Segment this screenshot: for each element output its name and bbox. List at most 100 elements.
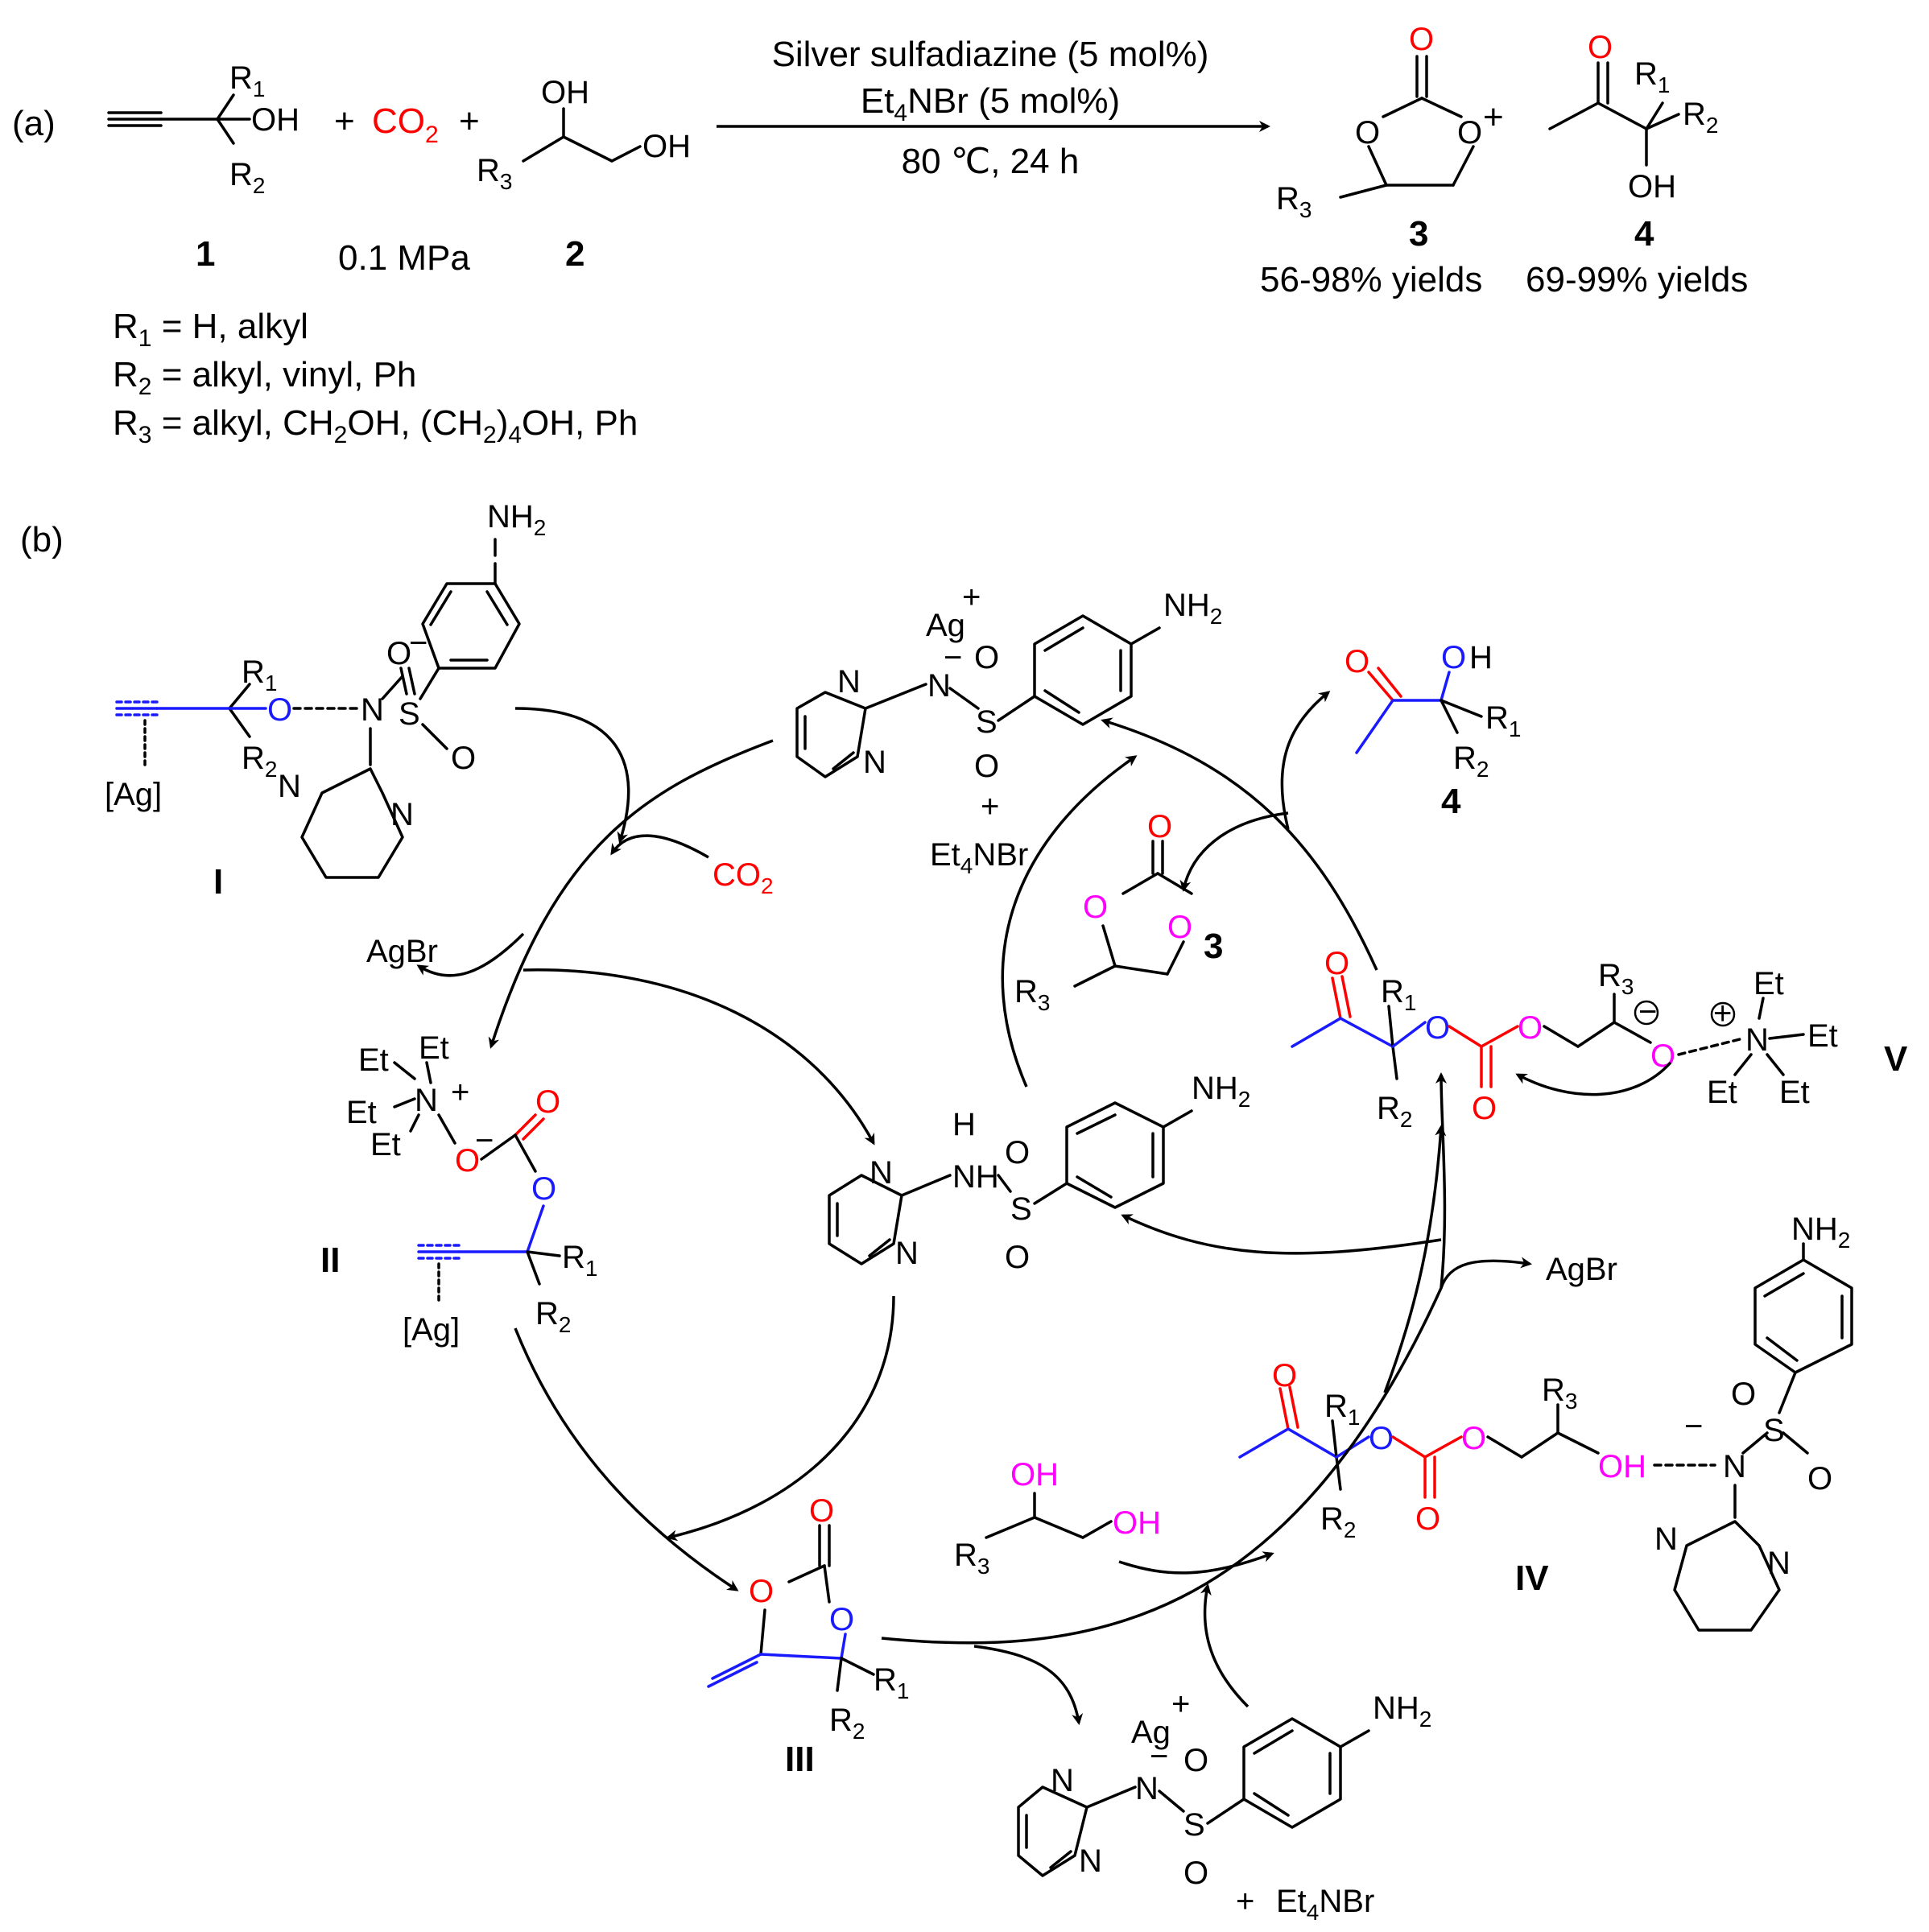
svg-text:NH: NH <box>952 1159 999 1195</box>
product-3-label: 3 <box>1204 927 1223 966</box>
svg-text:N: N <box>1723 1449 1746 1484</box>
svg-text:O: O <box>1183 1856 1208 1891</box>
svg-text:S: S <box>1010 1191 1032 1227</box>
svg-text:O: O <box>451 741 476 776</box>
svg-text:O: O <box>1518 1010 1543 1046</box>
svg-text:N: N <box>837 664 861 700</box>
svg-text:Et: Et <box>370 1127 401 1162</box>
svg-text:O: O <box>1415 1501 1440 1537</box>
product-4-structure: O O H R1 R2 <box>1345 640 1521 782</box>
svg-text:R2: R2 <box>242 741 277 782</box>
svg-text:+: + <box>981 789 999 824</box>
svg-text:−: − <box>409 625 428 661</box>
intermediate-IV-structure: O R1 R2 O O O R3 OH N − S O O NH2 <box>1238 1212 1853 1632</box>
svg-text:R1: R1 <box>562 1240 597 1281</box>
svg-text:R2: R2 <box>1453 741 1489 782</box>
intermediate-III-structure: O O O R1 R2 <box>707 1493 909 1744</box>
svg-text:S: S <box>976 704 998 740</box>
compound-1-label: 1 <box>196 234 215 274</box>
conditions-line3: 80 ℃, 24 h <box>902 142 1080 181</box>
r3-definition: R3 = alkyl, CH2OH, (CH2)4OH, Ph <box>113 403 638 448</box>
svg-text:O: O <box>1650 1038 1675 1074</box>
svg-text:[Ag]: [Ag] <box>105 777 162 812</box>
svg-text:R1: R1 <box>242 654 277 696</box>
svg-text:Et: Et <box>1753 966 1784 1001</box>
svg-text:OH: OH <box>541 75 589 110</box>
svg-text:O: O <box>1441 640 1466 675</box>
svg-text:+: + <box>962 580 981 615</box>
svg-text:R1: R1 <box>1634 56 1670 97</box>
pressure: 0.1 MPa <box>338 238 470 278</box>
svg-text:O: O <box>1272 1358 1297 1393</box>
svg-text:R3: R3 <box>477 153 512 194</box>
svg-text:R1: R1 <box>229 60 265 101</box>
svg-text:R2: R2 <box>1377 1091 1412 1132</box>
compound-1-structure: R1 OH R2 <box>107 60 299 198</box>
svg-text:OH: OH <box>251 102 299 138</box>
svg-text:R1: R1 <box>1324 1389 1360 1430</box>
svg-text:N: N <box>1745 1022 1769 1058</box>
intermediate-I-structure: [Ag] R1 R2 O N S O O − NH2 N N <box>105 499 546 879</box>
sulfadiazine-center: N N H NH S O O NH2 <box>828 1071 1250 1275</box>
svg-text:O: O <box>1147 809 1172 844</box>
svg-text:N: N <box>415 1083 438 1118</box>
svg-text:OH: OH <box>1113 1505 1161 1541</box>
svg-text:OH: OH <box>1598 1449 1646 1484</box>
svg-text:O: O <box>531 1171 556 1207</box>
svg-text:O: O <box>267 692 292 728</box>
cycle-arrows <box>416 691 1672 1725</box>
svg-text:O: O <box>1409 22 1434 57</box>
svg-text:N: N <box>1135 1771 1159 1806</box>
svg-text:H: H <box>1469 640 1493 675</box>
svg-text:O: O <box>1807 1461 1832 1496</box>
svg-text:−: − <box>1638 994 1657 1030</box>
svg-text:Ag: Ag <box>926 608 965 643</box>
svg-text:Et: Et <box>1707 1075 1737 1110</box>
svg-text:S: S <box>399 696 420 732</box>
svg-text:O: O <box>455 1143 480 1179</box>
svg-text:R3: R3 <box>1276 181 1311 222</box>
compound-3-label: 3 <box>1409 214 1428 254</box>
svg-text:+: + <box>451 1075 469 1110</box>
r1-definition: R1 = H, alkyl <box>113 307 308 352</box>
svg-text:O: O <box>1345 644 1369 679</box>
co2-a: CO2 <box>372 101 439 148</box>
svg-text:NH2: NH2 <box>1163 588 1222 629</box>
svg-text:Et4NBr: Et4NBr <box>930 837 1028 878</box>
svg-text:S: S <box>1763 1413 1785 1448</box>
svg-text:−: − <box>1684 1409 1703 1444</box>
svg-text:O: O <box>1083 890 1108 925</box>
label-III: III <box>785 1740 815 1779</box>
silver-sulfadiazine-bottom: Ag + N N N − S O O NH2 + Et4NBr <box>1017 1686 1431 1925</box>
svg-text:N: N <box>863 745 886 780</box>
diol-reagent: OH OH R3 <box>954 1457 1161 1579</box>
svg-text:R3: R3 <box>1014 974 1050 1015</box>
svg-text:O: O <box>1183 1743 1208 1778</box>
svg-text:N: N <box>390 797 414 832</box>
svg-text:O: O <box>1355 115 1380 151</box>
product-3-structure: O O O R3 <box>1014 809 1193 1015</box>
svg-text:R1: R1 <box>874 1662 909 1703</box>
svg-text:O: O <box>974 640 999 675</box>
compound-4-label: 4 <box>1634 214 1654 254</box>
svg-text:O: O <box>535 1084 560 1120</box>
label-IV: IV <box>1515 1558 1549 1598</box>
svg-text:R1: R1 <box>1485 700 1521 741</box>
svg-text:R2: R2 <box>535 1296 571 1337</box>
svg-text:+: + <box>1236 1884 1254 1919</box>
svg-text:O: O <box>1457 115 1482 151</box>
svg-text:R2: R2 <box>229 157 265 198</box>
yield-4: 69-99% yields <box>1526 260 1748 299</box>
svg-text:O: O <box>386 636 411 671</box>
label-I: I <box>213 862 223 902</box>
svg-text:[Ag]: [Ag] <box>403 1312 460 1348</box>
svg-text:O: O <box>1425 1010 1450 1046</box>
co2-b: CO2 <box>713 857 774 898</box>
svg-text:NH2: NH2 <box>1192 1071 1250 1112</box>
compound-4-structure: O R1 R2 OH <box>1548 30 1718 204</box>
svg-text:N: N <box>895 1236 919 1271</box>
plus-3: + <box>1483 97 1504 137</box>
svg-text:O: O <box>1472 1091 1497 1126</box>
